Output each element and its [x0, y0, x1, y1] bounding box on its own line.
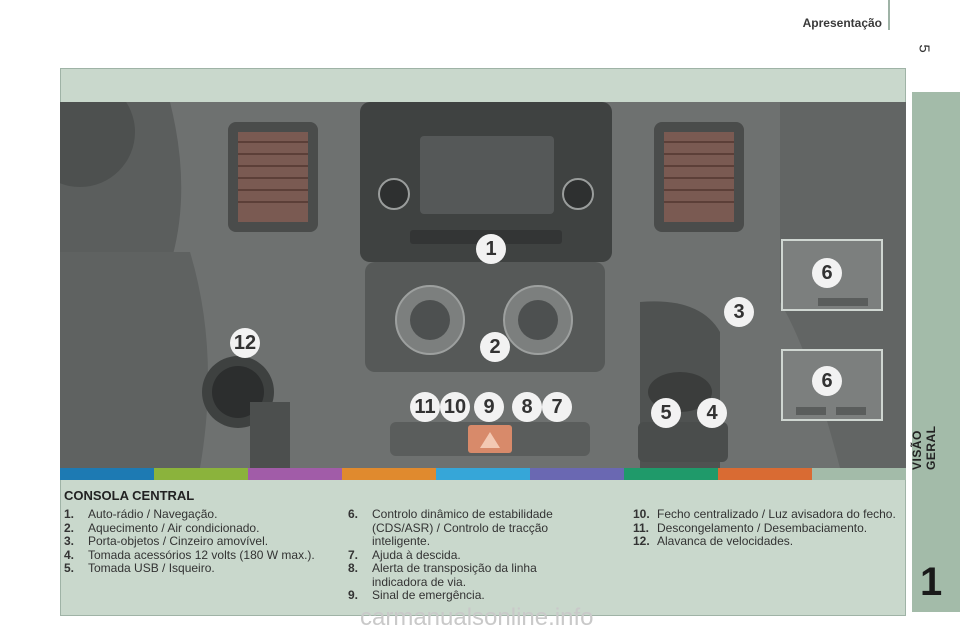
header-divider [888, 0, 890, 30]
color-segment [530, 468, 624, 480]
callout-6-top: 6 [812, 258, 842, 288]
legend-item-text: Ajuda à descida. [372, 547, 461, 562]
legend-item-text: Tomada USB / Isqueiro. [88, 561, 215, 575]
legend-item: 4. Tomada acessórios 12 volts (180 W max.… [64, 547, 330, 563]
legend-item-number: 7. [348, 547, 359, 562]
legend-item: 2. Aquecimento / Air condicionado. [64, 520, 330, 536]
legend-item: 7. Ajuda à descida. [348, 547, 588, 563]
legend-item-number: 9. [348, 588, 359, 602]
color-segment [812, 468, 906, 480]
legend-item-text: Descongelamento / Desembaciamento. [657, 520, 868, 535]
legend-item-number: 12. [633, 534, 650, 548]
dashboard-photo [60, 102, 906, 468]
legend-item-text: Fecho centralizado / Luz avisadora do fe… [657, 507, 896, 521]
section-title: CONSOLA CENTRAL [64, 488, 195, 503]
callout-6-bottom: 6 [812, 366, 842, 396]
legend-item-number: 11. [633, 520, 650, 535]
legend-item-number: 2. [64, 520, 75, 535]
color-segment [436, 468, 530, 480]
legend-item-text: Alavanca de velocidades. [657, 534, 794, 548]
legend-item: 12. Alavanca de velocidades. [633, 534, 901, 549]
callout-5: 5 [651, 398, 681, 428]
color-segment [248, 468, 342, 480]
legend-item: 9. Sinal de emergência. [348, 588, 588, 603]
legend-item: 1. Auto-rádio / Navegação. [64, 507, 330, 522]
legend-column-3: 10. Fecho centralizado / Luz avisadora do… [633, 507, 901, 549]
legend-item-text: Sinal de emergência. [372, 588, 485, 602]
legend-item-text: Porta-objetos / Cinzeiro amovível. [88, 534, 269, 548]
callout-4: 4 [697, 398, 727, 428]
legend-item-number: 6. [348, 507, 359, 521]
legend-item: 11. Descongelamento / Desembaciamento. [633, 520, 901, 536]
legend-item-text: Auto-rádio / Navegação. [88, 507, 218, 521]
chapter-side-tab [912, 92, 960, 612]
legend-column-1: 1. Auto-rádio / Navegação. 2. Aquecimento /… [64, 507, 330, 576]
legend-item-text: Alerta de transposição da linha indicado… [372, 561, 537, 589]
dashboard-illustration [60, 102, 906, 468]
callout-7: 7 [542, 392, 572, 422]
callout-9: 9 [474, 392, 504, 422]
color-segment [60, 468, 154, 480]
page-number: 5 [915, 44, 933, 53]
legend-item: 8. Alerta de transposição da linha indica… [348, 561, 588, 589]
legend-item-number: 4. [64, 547, 75, 562]
callout-10: 10 [440, 392, 470, 422]
legend-item-number: 3. [64, 534, 75, 548]
chapter-number: 1 [920, 560, 943, 604]
callout-1: 1 [476, 234, 506, 264]
callout-8: 8 [512, 392, 542, 422]
legend-item-text: Controlo dinâmico de estabilidade (CDS/A… [372, 507, 553, 548]
watermark-text: carmanualsonline.info [360, 604, 594, 631]
color-segment [154, 468, 248, 480]
legend-item-number: 5. [64, 561, 75, 575]
section-color-bar [60, 468, 906, 480]
legend-item: 10. Fecho centralizado / Luz avisadora do… [633, 507, 901, 522]
header-section-title: Apresentação [802, 16, 882, 30]
legend-item-number: 10. [633, 507, 650, 521]
chapter-side-label: VISÃO GERAL [910, 425, 938, 471]
legend-item: 3. Porta-objetos / Cinzeiro amovível. [64, 534, 330, 549]
color-segment [342, 468, 436, 480]
callout-11: 11 [410, 392, 440, 422]
callout-2: 2 [480, 332, 510, 362]
legend-item-number: 1. [64, 507, 75, 521]
legend-item-text: Tomada acessórios 12 volts (180 W max.). [88, 547, 315, 562]
callout-3: 3 [724, 297, 754, 327]
color-segment [718, 468, 812, 480]
legend-item-text: Aquecimento / Air condicionado. [88, 520, 260, 535]
legend-item: 5. Tomada USB / Isqueiro. [64, 561, 330, 576]
callout-12: 12 [230, 328, 260, 358]
legend-item-number: 8. [348, 561, 359, 575]
legend-column-2: 6. Controlo dinâmico de estabilidade (CDS… [348, 507, 588, 603]
legend-item: 6. Controlo dinâmico de estabilidade (CDS… [348, 507, 588, 549]
color-segment [624, 468, 718, 480]
